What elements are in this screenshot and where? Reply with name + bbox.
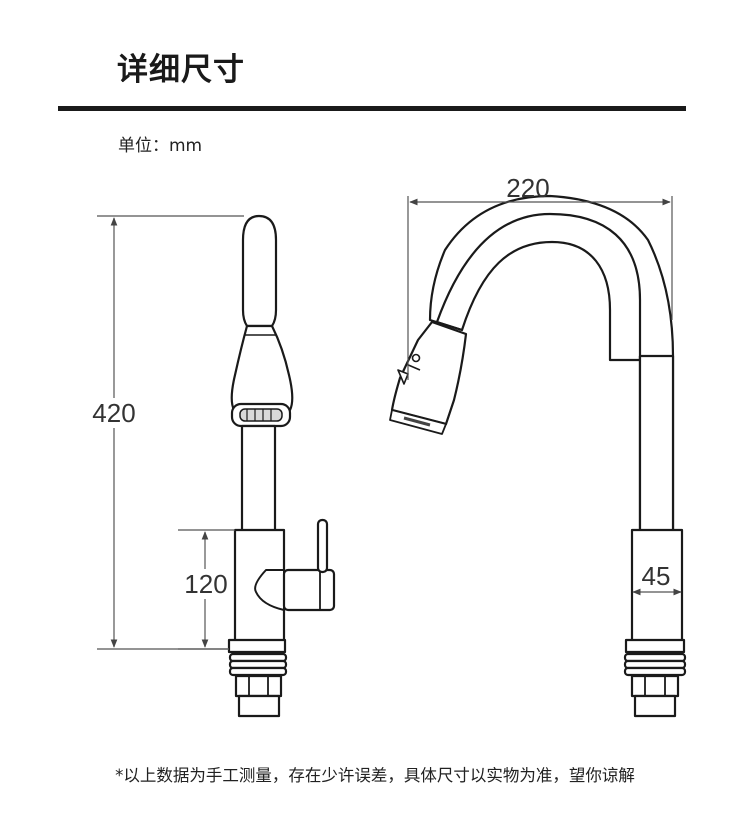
front-handle-cone (254, 569, 285, 611)
front-view-faucet (227, 214, 336, 718)
side-view-faucet (389, 194, 687, 718)
unit-label: 单位：mm (118, 136, 203, 156)
dimension-spout-reach-label: 220 (506, 173, 549, 203)
front-base-plate (227, 638, 287, 654)
side-base-plate (624, 638, 686, 654)
front-spout-upper (241, 214, 278, 328)
dimension-pipe-diameter-label: 45 (642, 561, 671, 591)
side-pipe (428, 194, 675, 532)
side-nut (630, 674, 680, 698)
dimension-total-height-label: 420 (92, 398, 135, 428)
front-spray-head (230, 324, 294, 412)
front-pipe (240, 424, 277, 534)
dimension-spout-reach (407, 196, 673, 380)
front-handle (282, 568, 336, 612)
front-lever (316, 518, 329, 574)
dimension-base-height-label: 120 (184, 569, 227, 599)
title-divider (58, 106, 686, 111)
page-title: 详细尺寸 (117, 52, 245, 88)
side-gooseneck (435, 212, 642, 362)
front-shank (237, 694, 281, 718)
measurement-disclaimer: *以上数据为手工测量，存在少许误差，具体尺寸以实物为准，望你谅解 (115, 766, 635, 785)
side-shank (633, 694, 677, 718)
front-nut (234, 674, 283, 698)
